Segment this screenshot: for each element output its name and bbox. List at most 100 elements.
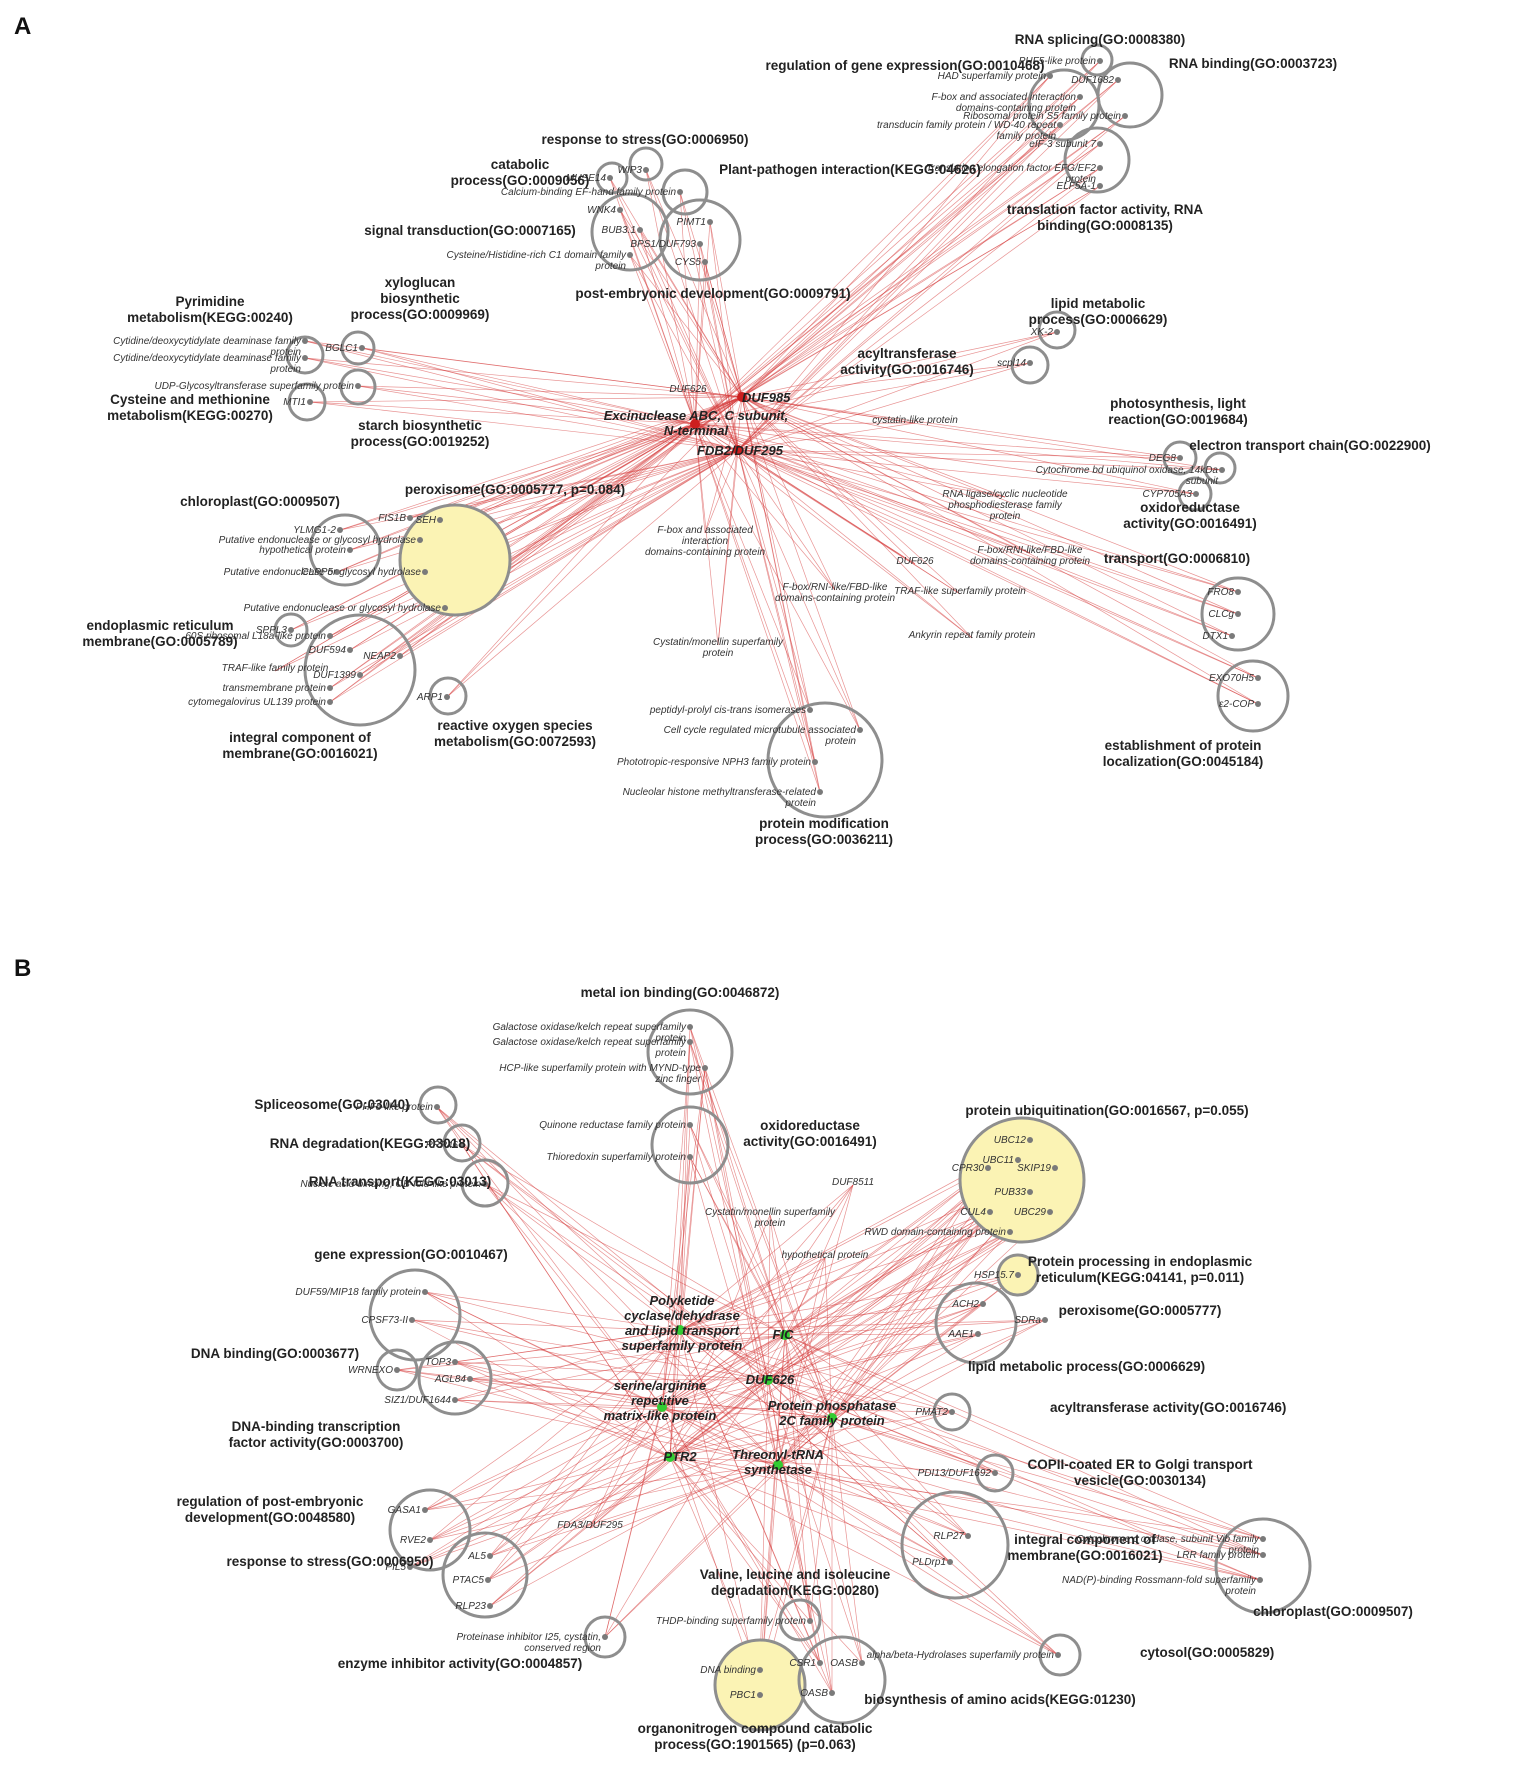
term-circle-chloroplast-go-0009507	[308, 513, 382, 587]
term-circle-acyltransferase-activity-go-0016746	[1010, 345, 1050, 385]
edge	[629, 254, 696, 425]
term-circle-rna-splicing-go-0008380	[1080, 43, 1114, 77]
edge	[589, 1464, 779, 1529]
hub-label-ptr2: PTR2	[663, 1449, 697, 1464]
edge	[737, 449, 811, 711]
gene-label-duf594: DUF594	[309, 645, 347, 656]
gene-node	[949, 1409, 955, 1415]
edge	[777, 1464, 969, 1537]
hub-label-fdb2-duf295: FDB2/DUF295	[697, 443, 784, 458]
edge	[767, 1184, 854, 1381]
edge	[694, 423, 1197, 495]
gene-label-rve2: RVE2	[400, 1535, 426, 1546]
edge	[454, 1399, 663, 1408]
edge	[489, 1329, 681, 1557]
gene-label-eif-3-subunit-7: eIF-3 subunit 7	[1029, 139, 1096, 150]
gene-label-transmembrane-protein: transmembrane protein	[223, 683, 327, 694]
gene-label-cytidine-deoxycytidylate-deaminase-famil: Cytidine/deoxycytidylate deaminase famil…	[113, 353, 302, 375]
edge	[424, 1291, 671, 1458]
term-circle-translation-factor-activity-rna-binding-	[1063, 126, 1131, 194]
edge	[661, 1406, 833, 1694]
edge	[831, 1417, 1264, 1540]
gene-label-cys5: CYS5	[675, 257, 702, 268]
gene-node	[355, 383, 361, 389]
edge	[424, 1406, 663, 1511]
edge	[669, 1333, 979, 1458]
term-circle-lipid-metabolic-process-go-0006629	[1037, 310, 1077, 350]
gene-label-scpl14: scpl14	[997, 358, 1026, 369]
edge	[831, 1211, 991, 1419]
edge	[339, 423, 696, 531]
edge	[694, 423, 861, 731]
gene-label-csr1: CSR1	[789, 1658, 816, 1669]
hub-label-duf626: DUF626	[746, 1372, 795, 1387]
gene-label-cyp705a3: CYP705A3	[1143, 489, 1193, 500]
gene-label-pmat2: PMAT2	[915, 1407, 948, 1418]
term-label-electron-transport-chain-go-0022900: electron transport chain(GO:0022900)	[1189, 438, 1431, 453]
edge	[454, 1334, 786, 1401]
term-label-enzyme-inhibitor-activity-go-0004857: enzyme inhibitor activity(GO:0004857)	[338, 1656, 583, 1671]
gene-node	[327, 699, 333, 705]
gene-node	[437, 517, 443, 523]
edge	[489, 1464, 779, 1557]
gene-label-seh: SEH	[415, 515, 436, 526]
gene-node	[617, 207, 623, 213]
panel-a-letter: A	[14, 13, 31, 40]
term-circle-chloroplast-go-0009507	[1214, 1517, 1312, 1615]
gene-label-skip19: SKIP19	[1017, 1163, 1051, 1174]
gene-node	[687, 1122, 693, 1128]
gene-node	[417, 537, 423, 543]
edge	[399, 423, 696, 657]
edge	[694, 243, 701, 425]
edge	[361, 347, 696, 425]
gene-node	[1015, 1272, 1021, 1278]
edge	[304, 357, 743, 398]
edge	[424, 1329, 681, 1511]
gene-label-cul4: CUL4	[960, 1207, 986, 1218]
edge	[737, 449, 836, 591]
edge	[679, 1041, 691, 1331]
edge	[669, 1456, 821, 1664]
edge	[484, 1183, 786, 1336]
gene-label-wip3: WIP3	[618, 165, 643, 176]
gene-node	[677, 189, 683, 195]
gene-node	[987, 1209, 993, 1215]
edge	[687, 391, 739, 451]
gene-label-phototropic-responsive-nph3-family-prote: Phototropic-responsive NPH3 family prote…	[617, 757, 811, 768]
gene-node	[1027, 360, 1033, 366]
hub-node-duf985	[737, 392, 747, 402]
gene-node	[1027, 1189, 1033, 1195]
edge	[717, 449, 739, 646]
edge	[669, 1184, 854, 1458]
edge	[679, 1329, 1059, 1656]
gene-label-quinone-reductase-family-protein: Quinone reductase family protein	[539, 1120, 686, 1131]
gene-label-agl84: AGL84	[434, 1374, 467, 1385]
edge	[737, 449, 1031, 554]
edge	[777, 1411, 953, 1466]
edge	[737, 449, 1181, 459]
gene-node	[857, 727, 863, 733]
gene-node	[1057, 122, 1063, 128]
edge	[694, 167, 1101, 425]
edge	[831, 1167, 989, 1419]
term-circle-post-embryonic-development-go-0009791	[658, 198, 742, 282]
gene-label-nucleic-acid-binding-ob-fold-like-protei: Nucleic acid-binding, OB-fold-like prote…	[300, 1179, 481, 1190]
edge	[409, 1334, 786, 1568]
term-circle-cysteine-and-methionine-metabolism-kegg-	[287, 382, 327, 422]
edge	[629, 254, 739, 451]
gene-node	[1015, 1157, 1021, 1163]
gene-label-cpsf73-ii: CPSF73-II	[361, 1315, 408, 1326]
edge	[777, 1211, 991, 1466]
gene-node	[1260, 1536, 1266, 1542]
edge	[737, 185, 1101, 451]
gene-node	[1077, 94, 1083, 100]
gene-label-fis1b: FIS1B	[378, 513, 406, 524]
gene-label-rlp23: RLP23	[455, 1601, 486, 1612]
edge	[487, 1329, 681, 1581]
